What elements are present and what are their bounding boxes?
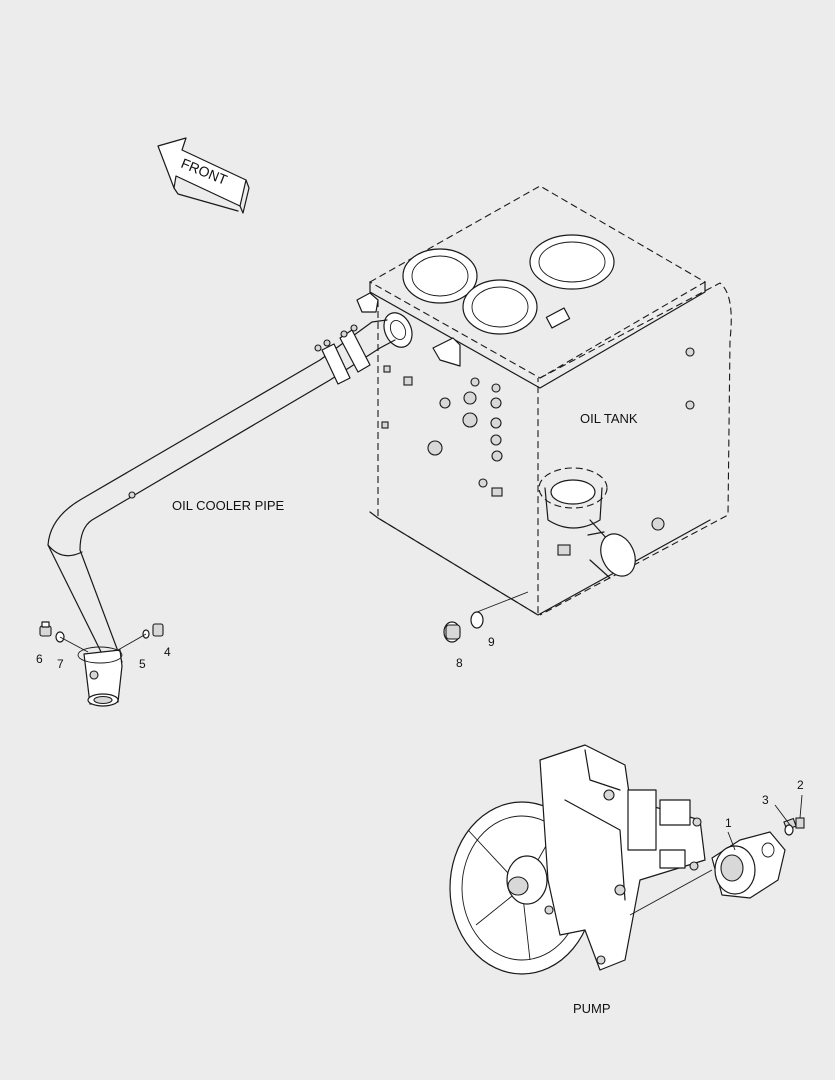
callout-5: 5 [139,657,146,671]
front-arrow-icon [157,137,250,214]
oil-tank [356,185,732,616]
oil-cooler-pipe-label: OIL COOLER PIPE [172,498,285,513]
callout-6: 6 [36,652,43,666]
oil-cooler-pipe [47,319,396,707]
callout-3: 3 [762,793,769,807]
callout-9: 9 [488,635,495,649]
leader-line-tank [476,591,529,613]
callout-4: 4 [164,645,171,659]
plug-6 [39,621,52,637]
callout-1: 1 [725,816,732,830]
oil-tank-label: OIL TANK [580,411,638,426]
pump-assembly [449,744,805,975]
fitting-4 [152,623,164,637]
callout-2: 2 [797,778,804,792]
plug-8 [443,621,461,643]
pump-label: PUMP [573,1001,611,1016]
callout-8: 8 [456,656,463,670]
callout-7: 7 [57,657,64,671]
o-ring-9 [470,611,484,629]
leader-lines-pipe [59,633,147,653]
